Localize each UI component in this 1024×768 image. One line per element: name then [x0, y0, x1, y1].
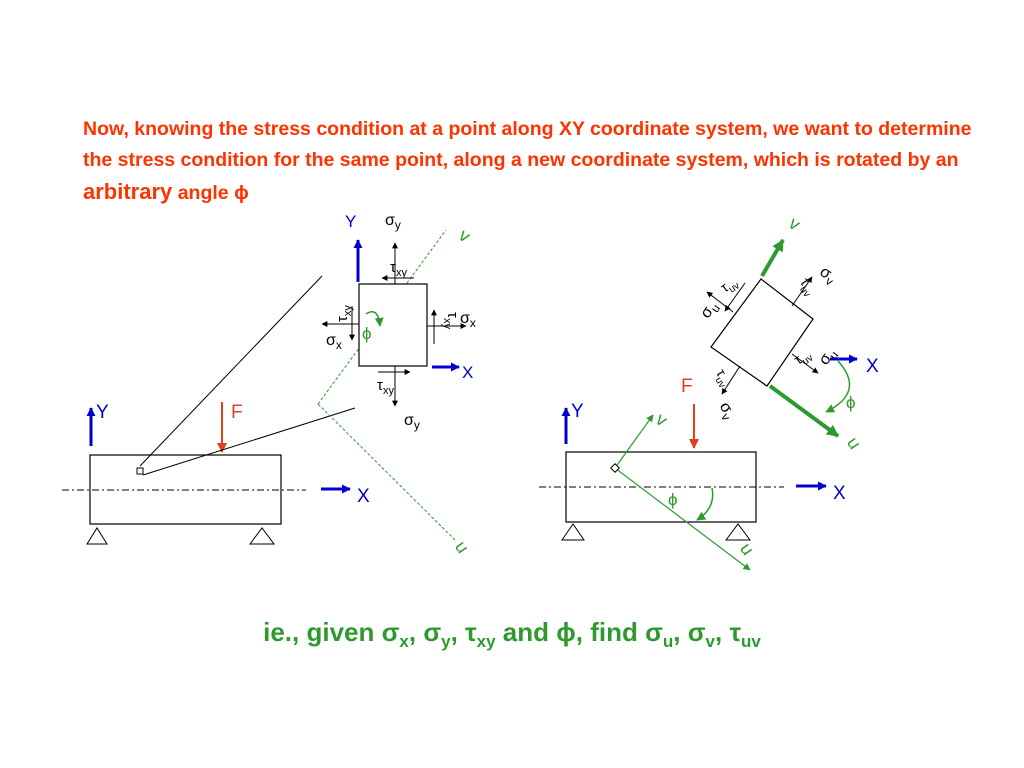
summary-comma-2: ,	[450, 617, 466, 647]
left-beam-figure: Y F X	[62, 275, 370, 545]
sigma-v-bottom-label: σv	[713, 399, 738, 423]
summary-sub-uv: uv	[741, 632, 761, 651]
phi-label-beam: ϕ	[668, 490, 678, 509]
u-axis-line-beam	[614, 467, 751, 571]
summary-sigma-u: σ	[645, 617, 663, 647]
u-axis-label-beam: u	[736, 539, 758, 559]
intro-emphasis: arbitrary	[83, 179, 173, 204]
y-axis-label-right: Y	[571, 401, 584, 422]
support-left-b	[249, 527, 275, 545]
rotated-axis-u-dashed	[317, 403, 456, 541]
u-axis-label-dashed: u	[451, 537, 473, 557]
uv-stress-element-group: v u X σv τuv σu τuv σu τuv σv τuv ϕ	[697, 213, 879, 453]
x-axis-label-left: X	[357, 486, 370, 507]
rotated-axis-v-dashed	[317, 229, 447, 405]
tau-xy-top-label: τxy	[390, 259, 407, 279]
zoom-line-lower	[142, 407, 356, 476]
tau-uv-top-label: τuv	[717, 273, 742, 299]
v-axis-arrow-element	[760, 238, 785, 278]
stress-element-uv	[710, 278, 814, 387]
summary-sub-x: x	[399, 632, 409, 651]
tau-uv-top-arrow	[724, 282, 746, 312]
v-axis-label-beam: v	[652, 409, 671, 431]
sigma-v-top-arrow	[791, 276, 813, 307]
x-axis-label-element: X	[462, 363, 473, 382]
summary-sub-xy: xy	[476, 632, 496, 651]
tau-xy-left-label: τxy	[334, 305, 354, 322]
summary-and: and	[495, 617, 557, 647]
support-right-a	[561, 523, 585, 541]
phi-arc-element	[365, 311, 384, 327]
summary-tau-xy: τ	[465, 617, 477, 647]
force-label-right: F	[681, 376, 693, 397]
summary-find: , find	[575, 617, 646, 647]
sigma-y-top-label: σy	[385, 212, 401, 232]
summary-comma-3: ,	[673, 617, 688, 647]
v-axis-label-dashed: v	[455, 225, 474, 247]
phi-arc-beam	[696, 487, 714, 521]
summary-tau-uv: τ	[729, 617, 742, 647]
point-marker-left	[136, 467, 144, 475]
u-axis-arrow-element	[768, 384, 840, 438]
tau-uv-bottom-right-label: τuv	[791, 345, 816, 371]
summary-phi: ϕ	[556, 617, 576, 647]
x-axis-label-right: X	[833, 483, 846, 504]
intro-text-part-1: Now, knowing the stress condition at a p…	[83, 118, 972, 171]
sigma-x-right-label: σx	[460, 310, 476, 330]
sigma-y-bottom-label: σy	[404, 412, 420, 432]
y-axis-label-left: Y	[96, 402, 109, 423]
summary-sub-v: v	[705, 632, 715, 651]
intro-text-part-2: angle	[172, 182, 235, 204]
y-axis-label-element: Y	[345, 212, 356, 231]
sigma-u-bottom-arrow	[791, 353, 819, 374]
xy-stress-element-group: v u Y X σy τxy σy τxy σx τxy σx τxy ϕ	[317, 212, 476, 557]
summary-sigma-y: σ	[423, 617, 442, 647]
tau-uv-top-right-label: τuv	[794, 275, 820, 300]
right-beam-figure: Y F X v u ϕ	[539, 376, 846, 571]
sigma-v-top-label: σv	[815, 263, 839, 288]
sigma-x-left-label: σx	[326, 332, 342, 352]
v-axis-line-beam	[614, 414, 654, 469]
tau-xy-right-label: τxy	[441, 312, 461, 329]
tau-xy-bottom-label: τxy	[377, 377, 394, 397]
summary-sub-y: y	[441, 632, 451, 651]
phi-label-element: ϕ	[362, 324, 372, 343]
summary-sigma-v: σ	[687, 617, 706, 647]
tau-uv-bottom-left-label: τuv	[710, 366, 735, 390]
phi-arc-uv	[825, 360, 851, 413]
summary-sigma-x: σ	[381, 617, 400, 647]
summary-comma-1: ,	[408, 617, 424, 647]
zoom-line-upper	[139, 275, 323, 467]
v-axis-label-element: v	[785, 213, 804, 235]
intro-paragraph: Now, knowing the stress condition at a p…	[83, 114, 1003, 209]
sigma-v-bottom-arrow	[721, 365, 741, 395]
summary-statement: ie., given σx, σy, τxy and ϕ, find σu, σ…	[0, 612, 1024, 662]
u-axis-label-element: u	[843, 433, 865, 453]
summary-comma-4: ,	[714, 617, 730, 647]
force-label-left: F	[231, 402, 243, 423]
phi-label-uv: ϕ	[846, 393, 856, 412]
support-right-b	[725, 523, 751, 541]
stress-element-xy	[358, 283, 428, 367]
point-marker-right	[610, 463, 620, 473]
sigma-u-bottom-label: σu	[816, 345, 842, 370]
support-left-a	[86, 527, 108, 545]
intro-angle-symbol: ϕ	[234, 182, 249, 204]
summary-sub-u: u	[662, 632, 674, 651]
x-axis-label-uv: X	[866, 356, 879, 377]
summary-prefix: ie., given	[263, 617, 382, 647]
